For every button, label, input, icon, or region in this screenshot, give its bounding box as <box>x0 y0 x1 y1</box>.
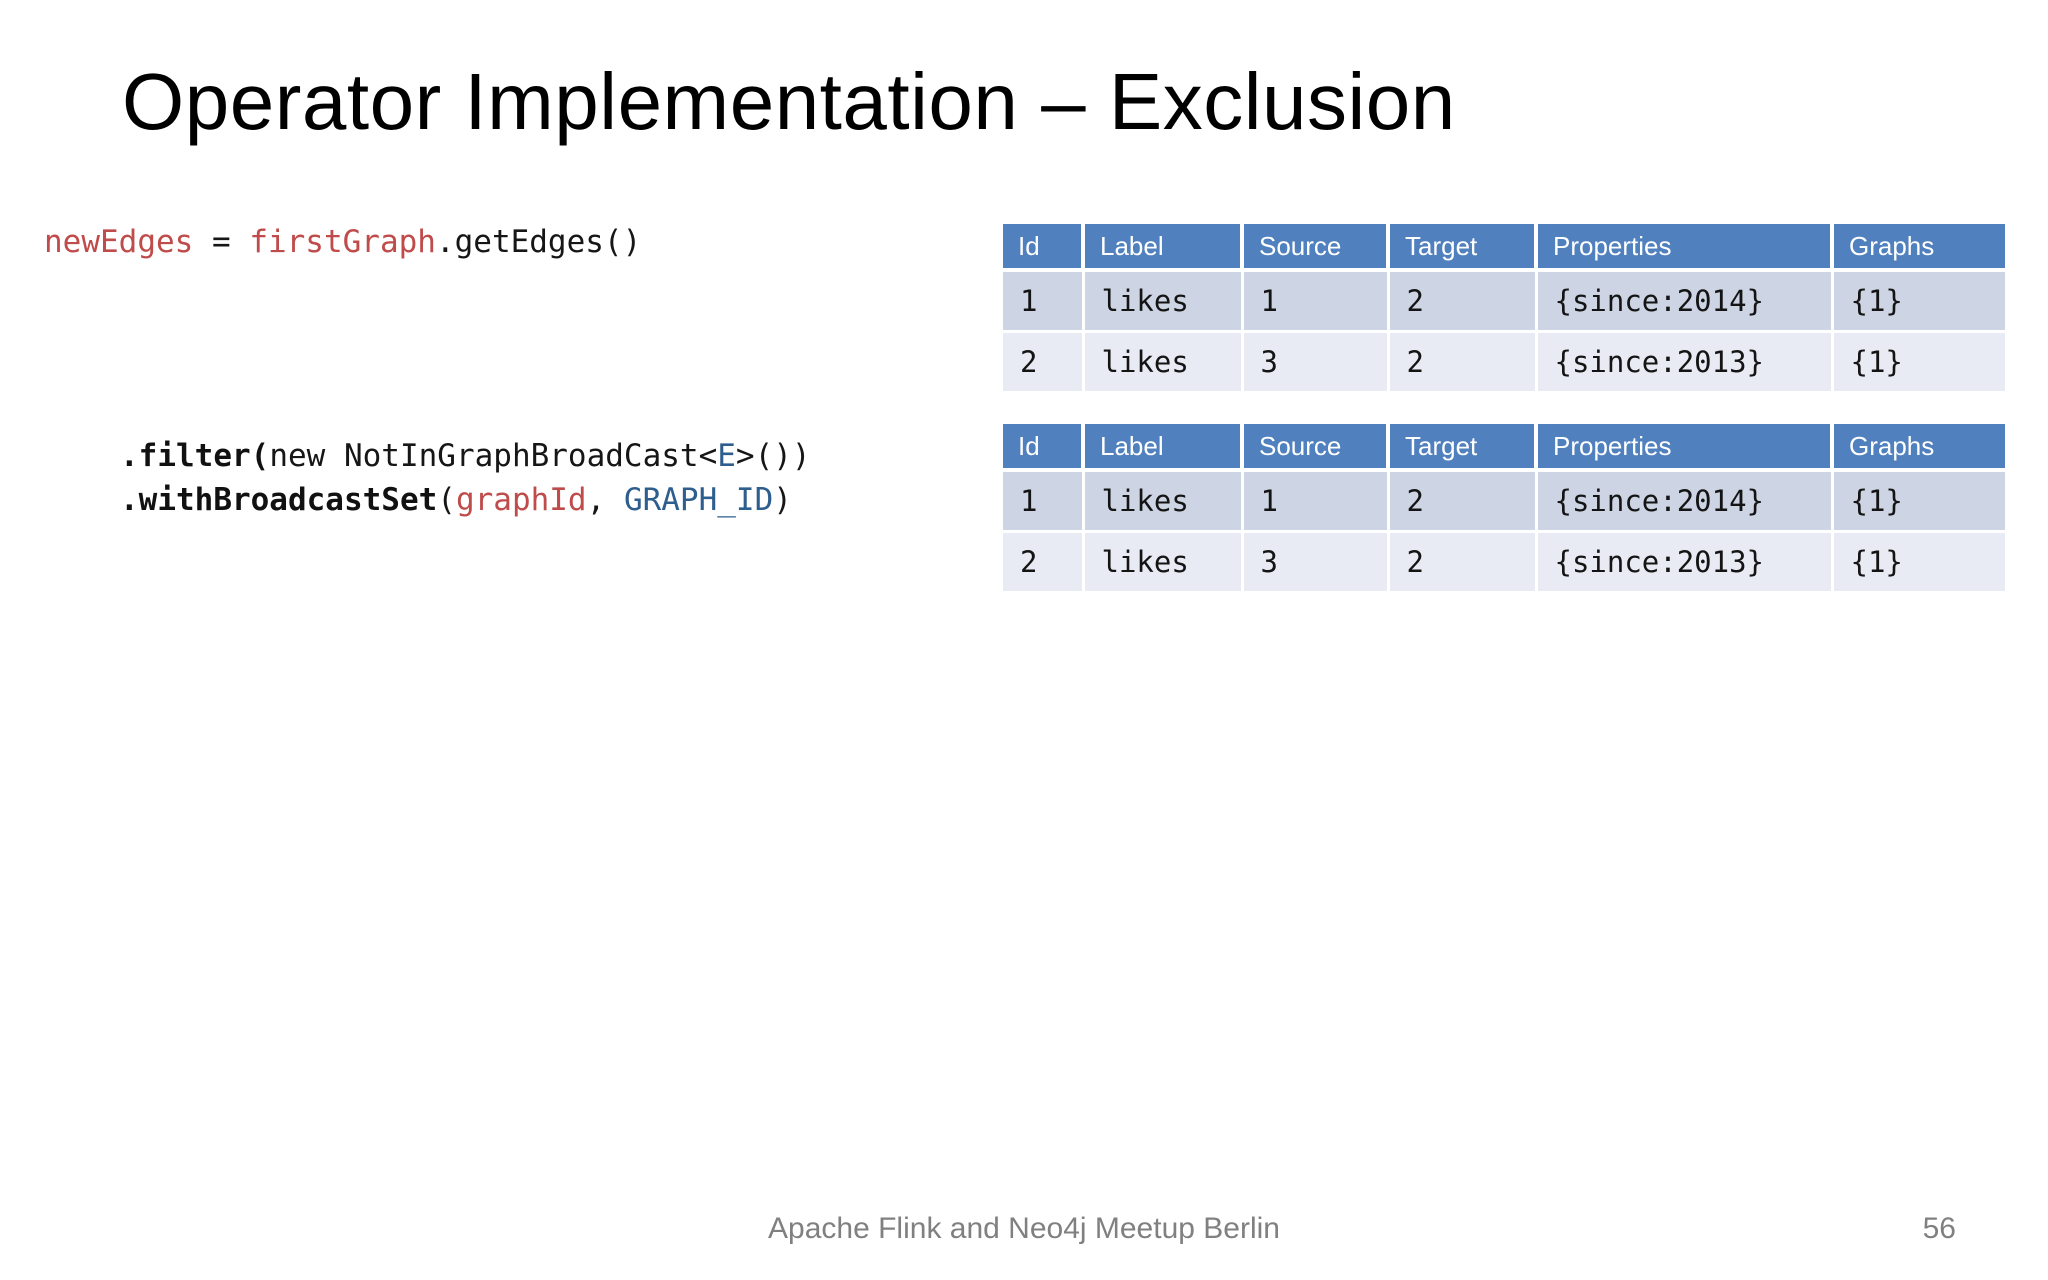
footer-text: Apache Flink and Neo4j Meetup Berlin <box>768 1212 1280 1245</box>
table-cell: 2 <box>1388 270 1538 333</box>
column-header: Graphs <box>1832 424 2005 472</box>
code-token: .getEdges() <box>435 224 642 260</box>
table-cell: {since:2013} <box>1536 531 1834 591</box>
table-cell: 1 <box>1003 470 1085 533</box>
code-token: graphId <box>455 482 587 518</box>
column-header: Id <box>1003 224 1085 272</box>
code-line: .withBroadcastSet(graphId, GRAPH_ID) <box>120 478 811 522</box>
table-cell: 2 <box>1388 531 1538 591</box>
column-header: Target <box>1388 224 1538 272</box>
table-cell: {since:2014} <box>1536 270 1834 333</box>
table-cell: likes <box>1083 470 1244 533</box>
code-token: >()) <box>735 438 811 474</box>
column-header: Properties <box>1536 424 1834 472</box>
code-token: .withBroadcastSet <box>120 482 438 518</box>
code-token: .filter( <box>120 438 270 474</box>
table-cell: {1} <box>1832 331 2005 391</box>
column-header: Properties <box>1536 224 1834 272</box>
table-cell: 1 <box>1003 270 1085 333</box>
column-header: Source <box>1242 224 1390 272</box>
code-token: newEdges <box>44 224 194 260</box>
code-token: , <box>586 482 624 518</box>
table-cell: {1} <box>1832 470 2005 533</box>
code-token: ) <box>773 482 792 518</box>
table-cell: likes <box>1083 331 1244 391</box>
table-cell: 1 <box>1242 270 1390 333</box>
column-header: Source <box>1242 424 1390 472</box>
column-header: Id <box>1003 424 1085 472</box>
code-snippet-getedges: newEdges = firstGraph.getEdges() <box>44 220 641 264</box>
table-cell: {since:2013} <box>1536 331 1834 391</box>
page-number: 56 <box>1922 1212 1956 1245</box>
slide-title: Operator Implementation – Exclusion <box>122 57 1456 146</box>
code-token: GRAPH_ID <box>623 482 774 518</box>
code-token: ( <box>437 482 456 518</box>
table-cell: {1} <box>1832 531 2005 591</box>
code-token: new NotInGraphBroadCast< <box>269 438 718 474</box>
table-cell: 3 <box>1242 331 1390 391</box>
code-line: .filter(new NotInGraphBroadCast<E>()) <box>120 434 811 478</box>
code-snippet-filter-broadcast: .filter(new NotInGraphBroadCast<E>()).wi… <box>120 434 811 522</box>
table-cell: {1} <box>1832 270 2005 333</box>
table-cell: likes <box>1083 270 1244 333</box>
table-cell: 3 <box>1242 531 1390 591</box>
code-token: E <box>717 438 736 474</box>
column-header: Label <box>1083 224 1244 272</box>
code-line: newEdges = firstGraph.getEdges() <box>44 220 641 264</box>
table-cell: 2 <box>1388 331 1538 391</box>
table-cell: {since:2014} <box>1536 470 1834 533</box>
column-header: Graphs <box>1832 224 2005 272</box>
table-cell: 2 <box>1003 331 1085 391</box>
column-header: Label <box>1083 424 1244 472</box>
table-cell: 2 <box>1003 531 1085 591</box>
code-token: firstGraph <box>249 224 436 260</box>
code-token: = <box>193 224 250 260</box>
table-cell: 2 <box>1388 470 1538 533</box>
table-cell: 1 <box>1242 470 1390 533</box>
column-header: Target <box>1388 424 1538 472</box>
table-cell: likes <box>1083 531 1244 591</box>
